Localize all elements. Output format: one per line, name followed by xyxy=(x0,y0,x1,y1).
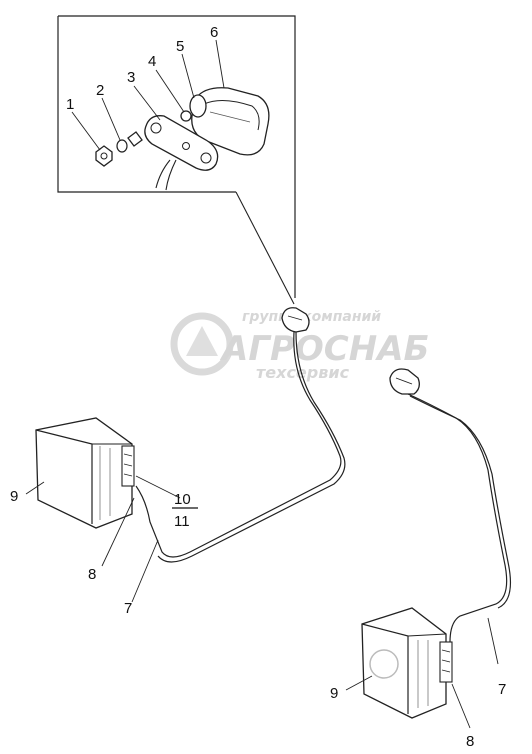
label-8-left: 8 xyxy=(88,566,96,583)
headlamp-left xyxy=(35,417,135,529)
inset-frame xyxy=(57,15,296,305)
part-2-washer xyxy=(127,131,143,147)
part-4-bulb xyxy=(180,110,192,122)
label-5: 5 xyxy=(176,38,184,55)
label-4: 4 xyxy=(148,53,156,70)
watermark-line2: АГРОСНАБ xyxy=(219,329,429,369)
label-7-left: 7 xyxy=(124,600,132,617)
label-9-left: 9 xyxy=(10,488,18,505)
watermark: группа компаний АГРОСНАБ техсервис xyxy=(170,309,429,382)
label-3: 3 xyxy=(127,69,135,86)
label-10: 10 xyxy=(174,491,191,508)
label-1: 1 xyxy=(66,96,74,113)
part-6-housing xyxy=(191,87,270,156)
watermark-line1: группа компаний xyxy=(242,309,381,325)
small-lamp-left xyxy=(281,307,310,333)
headlamp-right xyxy=(361,607,453,719)
label-9-right: 9 xyxy=(330,685,338,702)
label-7-right: 7 xyxy=(498,681,506,698)
label-6: 6 xyxy=(210,24,218,41)
wiring-harness xyxy=(135,331,511,643)
part-5-cap xyxy=(189,94,207,118)
label-2: 2 xyxy=(96,82,104,99)
leaders-inset xyxy=(71,39,225,151)
inset-lamp-assembly xyxy=(95,87,270,191)
labels: 1 2 3 4 5 6 9 10 11 8 7 9 7 8 xyxy=(10,24,506,750)
leaders-bottom xyxy=(25,475,499,729)
part-2-washer-ring xyxy=(116,139,128,153)
watermark-line3: техсервис xyxy=(256,363,350,382)
part-3-bracket xyxy=(144,115,219,171)
label-11: 11 xyxy=(174,513,190,530)
label-8-right: 8 xyxy=(466,733,474,750)
small-lamp-right xyxy=(389,368,420,395)
